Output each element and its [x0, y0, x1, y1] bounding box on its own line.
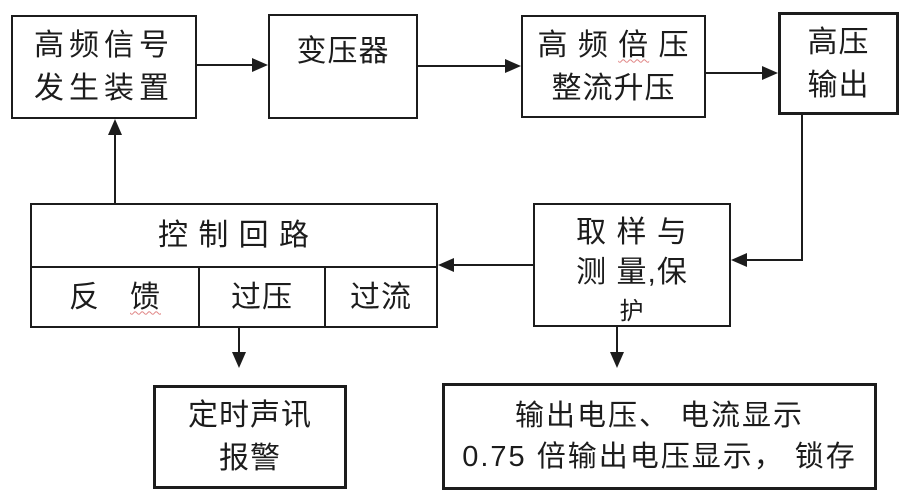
arrowhead-left-icon — [731, 253, 747, 267]
edge-hvoutput-to-sampling — [745, 259, 803, 261]
node-timed-audio-alarm: 定时声讯 报警 — [153, 385, 347, 489]
node-label-line: 输出电压、 电流显示 — [514, 399, 805, 432]
label-text: 反 — [69, 280, 100, 314]
edge-doubler-to-hvoutput — [706, 72, 764, 74]
node-label-line: 高频信号 — [34, 29, 174, 62]
node-label-line: 高 频 倍 压 — [537, 24, 689, 67]
edge-transformer-to-doubler — [418, 65, 507, 67]
cell-feedback: 反馈 — [32, 268, 198, 326]
edge-hvoutput-down-segment — [801, 115, 803, 261]
node-label-line-clipped: 护 — [619, 298, 645, 325]
node-label-line: 整流升压 — [551, 71, 676, 105]
edge-control-to-signal — [114, 133, 116, 203]
cell-overcurrent: 过流 — [324, 268, 436, 326]
node-label-line: 发生装置 — [34, 72, 174, 105]
arrowhead-up-icon — [108, 119, 122, 135]
control-loop-cell-row: 反馈 过压 过流 — [32, 266, 436, 326]
spellcheck-squiggle-text: 倍 — [618, 28, 650, 62]
arrowhead-left-icon — [438, 258, 454, 272]
node-label-line: 控 制 回 路 — [157, 219, 310, 252]
node-label-line: 测 量,保 — [576, 256, 688, 289]
node-transformer: 变压器 — [268, 14, 418, 119]
node-control-loop: 控 制 回 路 反馈 过压 过流 — [30, 203, 438, 328]
cell-overvoltage: 过压 — [198, 268, 324, 326]
spellcheck-squiggle-text: 馈 — [130, 280, 161, 314]
arrowhead-right-icon — [252, 58, 268, 72]
control-loop-title-row: 控 制 回 路 — [32, 205, 436, 266]
edge-control-to-alarm — [238, 328, 240, 354]
node-label-line: 0.75 倍输出电压显示， 锁存 — [462, 440, 857, 473]
node-label-line: 变压器 — [296, 35, 390, 68]
label-text: 压 — [649, 28, 690, 62]
edge-signal-to-transformer — [197, 64, 254, 66]
node-label-line: 定时声讯 — [188, 399, 312, 432]
node-hf-signal-generator: 高频信号 发生装置 — [11, 15, 197, 119]
node-sampling-measure-protect: 取 样 与 测 量,保 护 — [533, 203, 731, 327]
node-voltage-doubler-rectifier: 高 频 倍 压 整流升压 — [521, 15, 706, 118]
node-label-line: 报警 — [219, 442, 281, 475]
edge-sampling-to-display — [616, 327, 618, 354]
node-voltage-current-display: 输出电压、 电流显示 0.75 倍输出电压显示， 锁存 — [442, 383, 877, 490]
node-label-line: 过流 — [350, 280, 412, 314]
node-label-line: 反馈 — [69, 276, 161, 319]
node-label-line: 过压 — [231, 280, 293, 314]
arrowhead-right-icon — [505, 59, 521, 73]
arrowhead-right-icon — [762, 66, 778, 80]
node-label-line: 输出 — [807, 68, 870, 102]
node-hv-output: 高压 输出 — [778, 12, 899, 115]
label-text: 高 频 — [537, 28, 619, 62]
arrowhead-down-icon — [232, 352, 246, 368]
node-label-line: 高压 — [807, 25, 870, 59]
node-label-line: 取 样 与 — [576, 216, 688, 249]
arrowhead-down-icon — [610, 352, 624, 368]
edge-sampling-to-control — [452, 264, 533, 266]
